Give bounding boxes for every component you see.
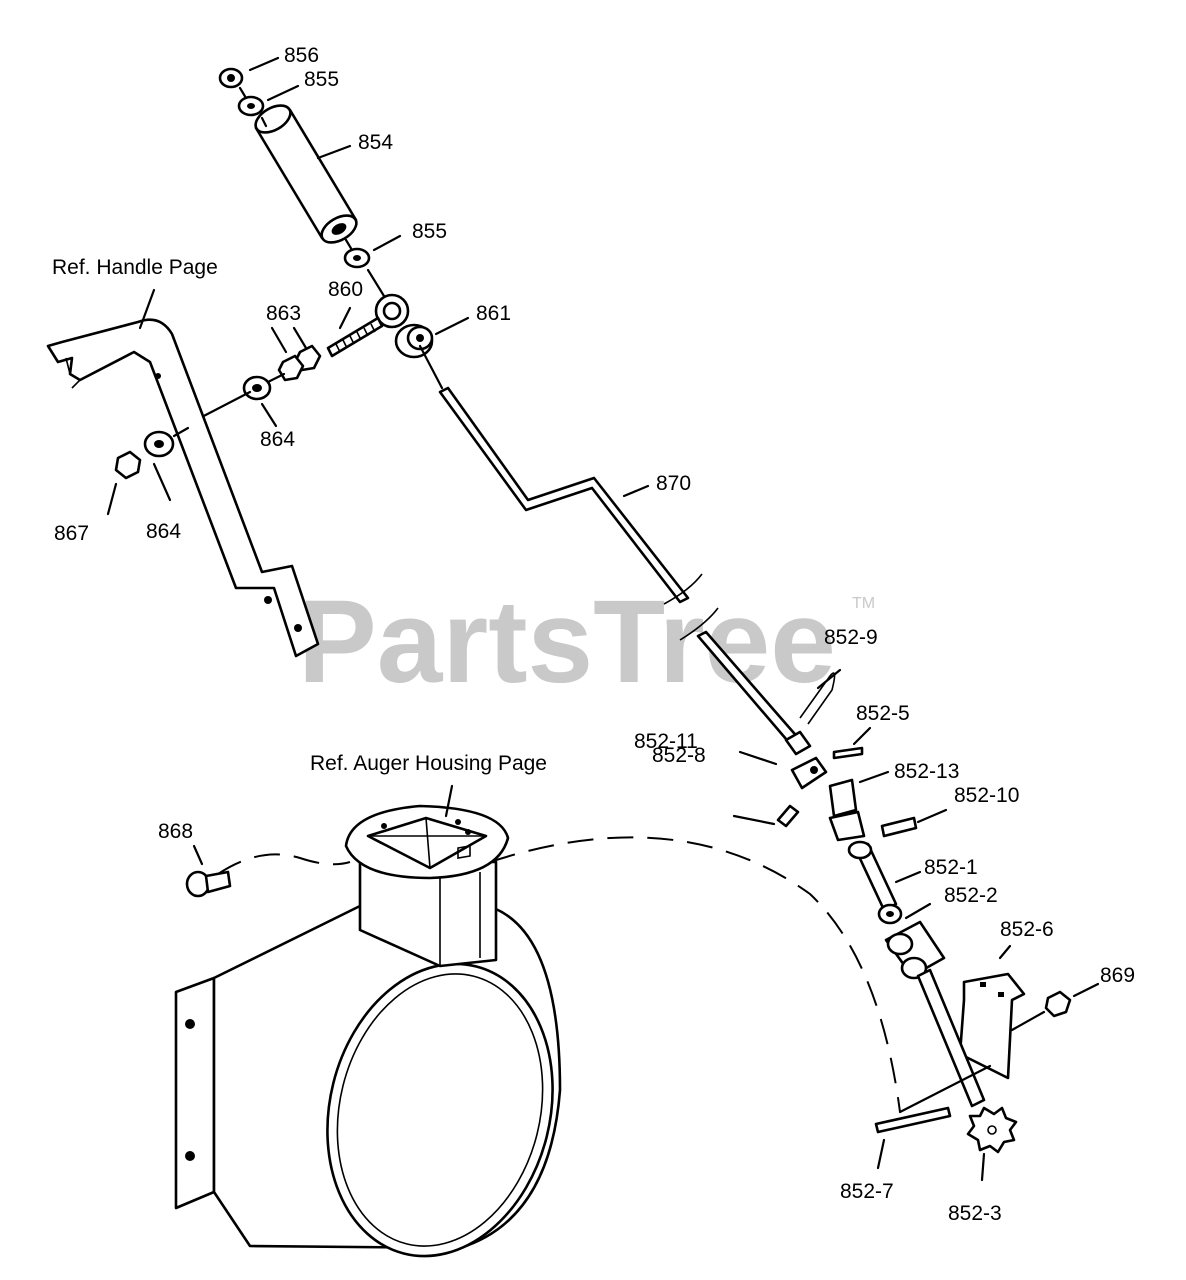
clevis-852-8-icon[interactable] bbox=[790, 756, 828, 790]
callout-852-2: 852-2 bbox=[944, 884, 998, 907]
watermark-trademark: TM bbox=[852, 595, 875, 612]
callout-852-8: 852-8 bbox=[652, 744, 706, 767]
chute-mounting-flange[interactable] bbox=[174, 976, 216, 1210]
u-joint-lower-icon[interactable] bbox=[828, 810, 866, 842]
grip-assembly bbox=[194, 67, 444, 422]
grip-tube-854-icon[interactable] bbox=[251, 100, 361, 248]
rotation-path-end-line bbox=[898, 1064, 992, 1114]
bracket-852-6-icon[interactable] bbox=[884, 920, 1026, 1080]
u-joint-852-13-icon[interactable] bbox=[828, 778, 858, 818]
washer-864-a-hole-icon bbox=[252, 384, 262, 392]
linkage-852 bbox=[732, 672, 1072, 1154]
callout-852-6: 852-6 bbox=[1000, 918, 1054, 941]
callout-852-11: 852-11 bbox=[634, 730, 698, 753]
chute-opening bbox=[326, 962, 554, 1258]
callout-864-b: 864 bbox=[146, 520, 181, 543]
washer-855-mid-hole-icon bbox=[353, 255, 361, 261]
rotation-path-dashed-line bbox=[489, 836, 901, 1113]
callout-855-top: 855 bbox=[304, 68, 339, 91]
discharge-chute bbox=[174, 804, 992, 1258]
pin-852-7-icon[interactable] bbox=[874, 1106, 952, 1134]
chute-opening-inner bbox=[336, 973, 544, 1247]
grip-axis-line bbox=[238, 86, 444, 390]
handle-bracket[interactable] bbox=[46, 318, 320, 658]
callout-labels: Ref. Handle Page Ref. Auger Housing Page… bbox=[52, 44, 1135, 1225]
callout-852-7: 852-7 bbox=[840, 1180, 894, 1203]
bolt-852-11-icon[interactable] bbox=[776, 804, 800, 828]
nut-axis-line bbox=[172, 426, 190, 438]
pin-852-10-icon[interactable] bbox=[880, 816, 918, 838]
callout-867: 867 bbox=[54, 522, 89, 545]
nut-856-hole-icon bbox=[227, 74, 235, 82]
washer-855-top-hole-icon bbox=[247, 103, 255, 109]
pin-852-5-icon[interactable] bbox=[832, 746, 864, 760]
callout-852-10: 852-10 bbox=[954, 784, 1019, 807]
gear-852-3-icon[interactable] bbox=[966, 1106, 1018, 1154]
callout-852-1: 852-1 bbox=[924, 856, 978, 879]
washer-852-2-hole-icon bbox=[886, 911, 894, 917]
bolt-axis-line bbox=[194, 372, 286, 422]
control-rod-870[interactable] bbox=[438, 386, 812, 756]
washer-864-b-hole-icon bbox=[154, 440, 164, 448]
watermark: PartsTree TM bbox=[298, 576, 875, 708]
nut-869-icon[interactable] bbox=[1044, 990, 1072, 1018]
callout-860: 860 bbox=[328, 278, 363, 301]
callout-864-a: 864 bbox=[260, 428, 295, 451]
callout-869: 869 bbox=[1100, 964, 1135, 987]
callout-855-mid: 855 bbox=[412, 220, 447, 243]
callout-852-3: 852-3 bbox=[948, 1202, 1002, 1225]
callout-870: 870 bbox=[656, 472, 691, 495]
callout-852-5: 852-5 bbox=[856, 702, 910, 725]
worm-shaft-icon[interactable] bbox=[916, 968, 986, 1108]
bolt-path-dashed-line bbox=[217, 853, 351, 875]
callout-861: 861 bbox=[476, 302, 511, 325]
callout-852-9: 852-9 bbox=[824, 626, 878, 649]
nut-869-axis-line bbox=[1010, 1010, 1046, 1032]
eye-bolt-860-icon[interactable] bbox=[326, 293, 410, 358]
ref-handle-label[interactable]: Ref. Handle Page bbox=[52, 256, 218, 279]
bolt-axis-line-b bbox=[732, 814, 776, 826]
nut-867-icon[interactable] bbox=[114, 450, 142, 480]
spacer-861-icon[interactable] bbox=[394, 323, 434, 359]
callout-863: 863 bbox=[266, 302, 301, 325]
ref-auger-housing-label[interactable]: Ref. Auger Housing Page bbox=[310, 752, 547, 775]
callout-854: 854 bbox=[358, 131, 393, 154]
leader-lines bbox=[106, 56, 1100, 1182]
callout-868: 868 bbox=[158, 820, 193, 843]
callout-852-13: 852-13 bbox=[894, 760, 959, 783]
carriage-bolt-868-icon[interactable] bbox=[185, 870, 232, 898]
shaft-852-1-end-icon bbox=[847, 840, 873, 860]
callout-856: 856 bbox=[284, 44, 319, 67]
chute-top-ring[interactable] bbox=[344, 804, 510, 880]
nut-863-b-icon[interactable] bbox=[277, 354, 305, 382]
